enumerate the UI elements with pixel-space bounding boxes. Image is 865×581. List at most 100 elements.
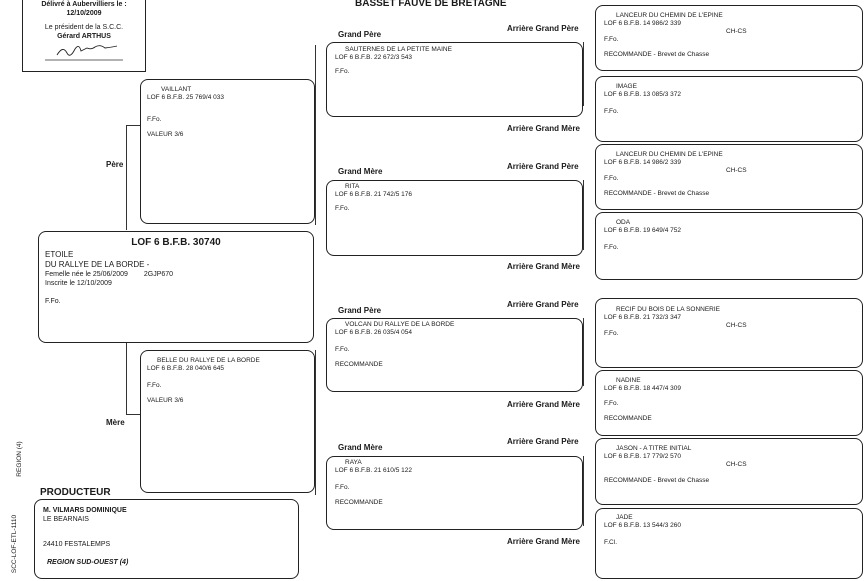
ggp-color: F.Cl. (604, 539, 617, 546)
gm2-lof: LOF 6 B.F.B. 21 610/5 122 (335, 467, 412, 474)
ggp-name: JASON - A TITRE INITIAL (616, 445, 692, 452)
president-name: Gérard ARTHUS (57, 33, 111, 40)
subject-color: F.Fo. (45, 298, 61, 305)
granddam-maternal-box: RAYA LOF 6 B.F.B. 21 610/5 122 F.Fo. REC… (326, 456, 583, 530)
ggp-box-3: LANCEUR DU CHEMIN DE L'EPINE LOF 6 B.F.B… (595, 144, 863, 210)
ag-pere-label: Arrière Grand Père (507, 300, 579, 309)
signature (45, 45, 123, 61)
gp2-name: VOLCAN DU RALLYE DE LA BORDE (345, 321, 455, 328)
ggp-box-1: LANCEUR DU CHEMIN DE L'EPINE LOF 6 B.F.B… (595, 5, 863, 71)
connector (126, 414, 140, 416)
ggp-color: F.Fo. (604, 36, 619, 43)
ggp-name: LANCEUR DU CHEMIN DE L'EPINE (616, 151, 723, 158)
ggp-box-4: ODA LOF 6 B.F.B. 19 649/4 752 F.Fo. (595, 212, 863, 280)
ggp-lof: LOF 6 B.F.B. 21 732/3 347 (604, 314, 681, 321)
ag-mere-label: Arrière Grand Mère (507, 400, 580, 409)
ggp-lof: LOF 6 B.F.B. 14 986/2 339 (604, 159, 681, 166)
gp2-color: F.Fo. (335, 346, 350, 353)
gp1-name: SAUTERNES DE LA PETITE MAINE (345, 46, 452, 53)
ggp-box-7: JASON - A TITRE INITIAL LOF 6 B.F.B. 17 … (595, 438, 863, 505)
ggp-color: F.Fo. (604, 244, 619, 251)
ggp-color: F.Fo. (604, 400, 619, 407)
gp1-lof: LOF 6 B.F.B. 22 672/3 543 (335, 54, 412, 61)
ggp-note: RECOMMANDE - Brevet de Chasse (604, 51, 710, 58)
producer-region: REGION SUD-OUEST (4) (47, 559, 129, 566)
subject-name: ETOILE (45, 250, 74, 259)
grand-pere-label: Grand Père (338, 30, 382, 39)
ag-pere-label: Arrière Grand Père (507, 437, 579, 446)
ggp-lof: LOF 6 B.F.B. 17 779/2 570 (604, 453, 681, 460)
ggp-color: F.Fo. (604, 108, 619, 115)
gp1-color: F.Fo. (335, 68, 350, 75)
sire-value: VALEUR 3/6 (147, 131, 184, 138)
sire-color: F.Fo. (147, 116, 162, 123)
gp2-note: RECOMMANDE (335, 361, 383, 368)
ag-mere-label: Arrière Grand Mère (507, 537, 580, 546)
connector (583, 42, 585, 106)
ggp-note: RECOMMANDE - Brevet de Chasse (604, 477, 710, 484)
connector (126, 343, 128, 415)
margin-code: SCC-LOF-ETL-1110 (11, 514, 18, 574)
ggp-box-2: IMAGE LOF 6 B.F.B. 13 085/3 372 F.Fo. (595, 76, 863, 142)
ggp-lof: LOF 6 B.F.B. 18 447/4 309 (604, 385, 681, 392)
ag-mere-label: Arrière Grand Mère (507, 124, 580, 133)
subject-registered: Inscrite le 12/10/2009 (45, 280, 112, 287)
dam-box: BELLE DU RALLYE DE LA BORDE LOF 6 B.F.B.… (140, 350, 315, 493)
grand-mere-label: Grand Mère (338, 167, 383, 176)
pere-label: Père (106, 160, 124, 169)
ag-mere-label: Arrière Grand Mère (507, 262, 580, 271)
gm2-note: RECOMMANDE (335, 499, 383, 506)
ggp-name: NADINE (616, 377, 641, 384)
ggp-lof: LOF 6 B.F.B. 14 986/2 339 (604, 20, 681, 27)
producer-name: M. VILMARS DOMINIQUE (43, 507, 127, 514)
connector (126, 125, 128, 230)
grandsire-maternal-box: VOLCAN DU RALLYE DE LA BORDE LOF 6 B.F.B… (326, 318, 583, 392)
ggp-title: CH-CS (726, 461, 747, 468)
ggp-box-6: NADINE LOF 6 B.F.B. 18 447/4 309 F.Fo. R… (595, 370, 863, 436)
connector (315, 45, 317, 225)
subject-birth: Femelle née le 25/06/2009 (45, 271, 128, 278)
ggp-note: RECOMMANDE (604, 415, 652, 422)
ggp-title: CH-CS (726, 28, 747, 35)
dam-name: BELLE DU RALLYE DE LA BORDE (157, 357, 260, 364)
grand-pere-label: Grand Père (338, 306, 382, 315)
producer-city: 24410 FESTALEMPS (43, 541, 111, 548)
ggp-name: RECIF DU BOIS DE LA SONNERIE (616, 306, 721, 313)
ggp-note: RECOMMANDE - Brevet de Chasse (604, 190, 710, 197)
ggp-lof: LOF 6 B.F.B. 13 544/3 260 (604, 522, 681, 529)
ggp-lof: LOF 6 B.F.B. 13 085/3 372 (604, 91, 681, 98)
grand-mere-label: Grand Mère (338, 443, 383, 452)
dam-lof: LOF 6 B.F.B. 28 040/6 645 (147, 365, 224, 372)
connector (583, 318, 585, 386)
mere-label: Mère (106, 418, 125, 427)
gm2-color: F.Fo. (335, 484, 350, 491)
president-label: Le président de la S.C.C. (44, 24, 124, 31)
ggp-name: IMAGE (616, 83, 637, 90)
ggp-title: CH-CS (726, 167, 747, 174)
ggp-title: CH-CS (726, 322, 747, 329)
margin-region: REGION (4) (16, 441, 23, 477)
subject-affix: DU RALLYE DE LA BORDE - (45, 260, 150, 269)
dam-value: VALEUR 3/6 (147, 397, 184, 404)
gm1-color: F.Fo. (335, 205, 350, 212)
connector (583, 456, 585, 526)
connector (126, 125, 140, 127)
ggp-box-8: JADE LOF 6 B.F.B. 13 544/3 260 F.Cl. (595, 508, 863, 579)
ggp-name: ODA (616, 219, 631, 226)
producer-box: M. VILMARS DOMINIQUE LE BEARNAIS 24410 F… (34, 499, 299, 579)
sire-lof: LOF 6 B.F.B. 25 769/4 033 (147, 94, 224, 101)
delivery-block: Délivré à Aubervilliers le : 12/10/2009 … (22, 0, 146, 72)
connector (315, 350, 317, 495)
ag-pere-label: Arrière Grand Père (507, 162, 579, 171)
ggp-color: F.Fo. (604, 175, 619, 182)
producer-place: LE BEARNAIS (43, 516, 89, 523)
subject-lof: LOF 6 B.F.B. 30740 (131, 237, 221, 248)
ggp-box-5: RECIF DU BOIS DE LA SONNERIE LOF 6 B.F.B… (595, 298, 863, 368)
subject-id: 2GJP670 (143, 271, 174, 278)
gm2-name: RAYA (345, 459, 362, 466)
ggp-lof: LOF 6 B.F.B. 19 649/4 752 (604, 227, 681, 234)
sire-box: VAILLANT LOF 6 B.F.B. 25 769/4 033 F.Fo.… (140, 79, 315, 224)
ag-pere-label: Arrière Grand Père (507, 24, 579, 33)
gm1-lof: LOF 6 B.F.B. 21 742/5 176 (335, 191, 412, 198)
grandsire-paternal-box: SAUTERNES DE LA PETITE MAINE LOF 6 B.F.B… (326, 42, 583, 117)
